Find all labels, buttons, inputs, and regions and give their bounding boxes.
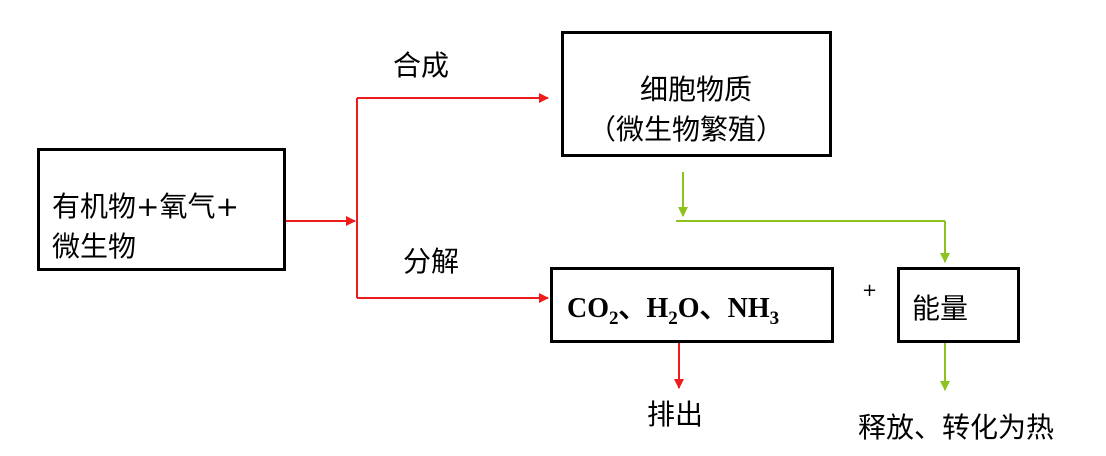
o-text: O <box>677 293 700 324</box>
source-line2: 微生物 <box>52 230 137 263</box>
products-box: CO2、H2O、NH3 <box>550 267 834 343</box>
co-subscript: 2 <box>609 308 619 329</box>
cell-box-line1: 细胞物质 <box>640 73 753 106</box>
energy-box: 能量 <box>897 267 1020 343</box>
cell-material-box: 细胞物质 （微生物繁殖） <box>561 31 832 157</box>
discharge-label: 排出 <box>647 398 704 431</box>
branch-bottom-label: 分解 <box>403 245 460 278</box>
separator-2: 、 <box>699 293 728 324</box>
h-text: H <box>646 293 669 324</box>
nh-subscript: 3 <box>769 308 780 329</box>
cell-box-line2: （微生物繁殖） <box>588 113 785 146</box>
energy-label: 能量 <box>912 292 969 325</box>
plus-sign: + <box>862 280 878 301</box>
branch-top-label: 合成 <box>393 49 450 82</box>
nh-text: NH <box>727 293 770 324</box>
release-label: 释放、转化为热 <box>858 411 1055 444</box>
h-subscript: 2 <box>668 308 678 329</box>
source-line1: 有机物+氧气+ <box>52 190 239 223</box>
separator-1: 、 <box>618 293 647 324</box>
products-formula: CO2、H2O、NH3 <box>567 286 779 330</box>
source-box: 有机物+氧气+ 微生物 <box>37 148 286 271</box>
co-text: CO <box>567 293 609 324</box>
